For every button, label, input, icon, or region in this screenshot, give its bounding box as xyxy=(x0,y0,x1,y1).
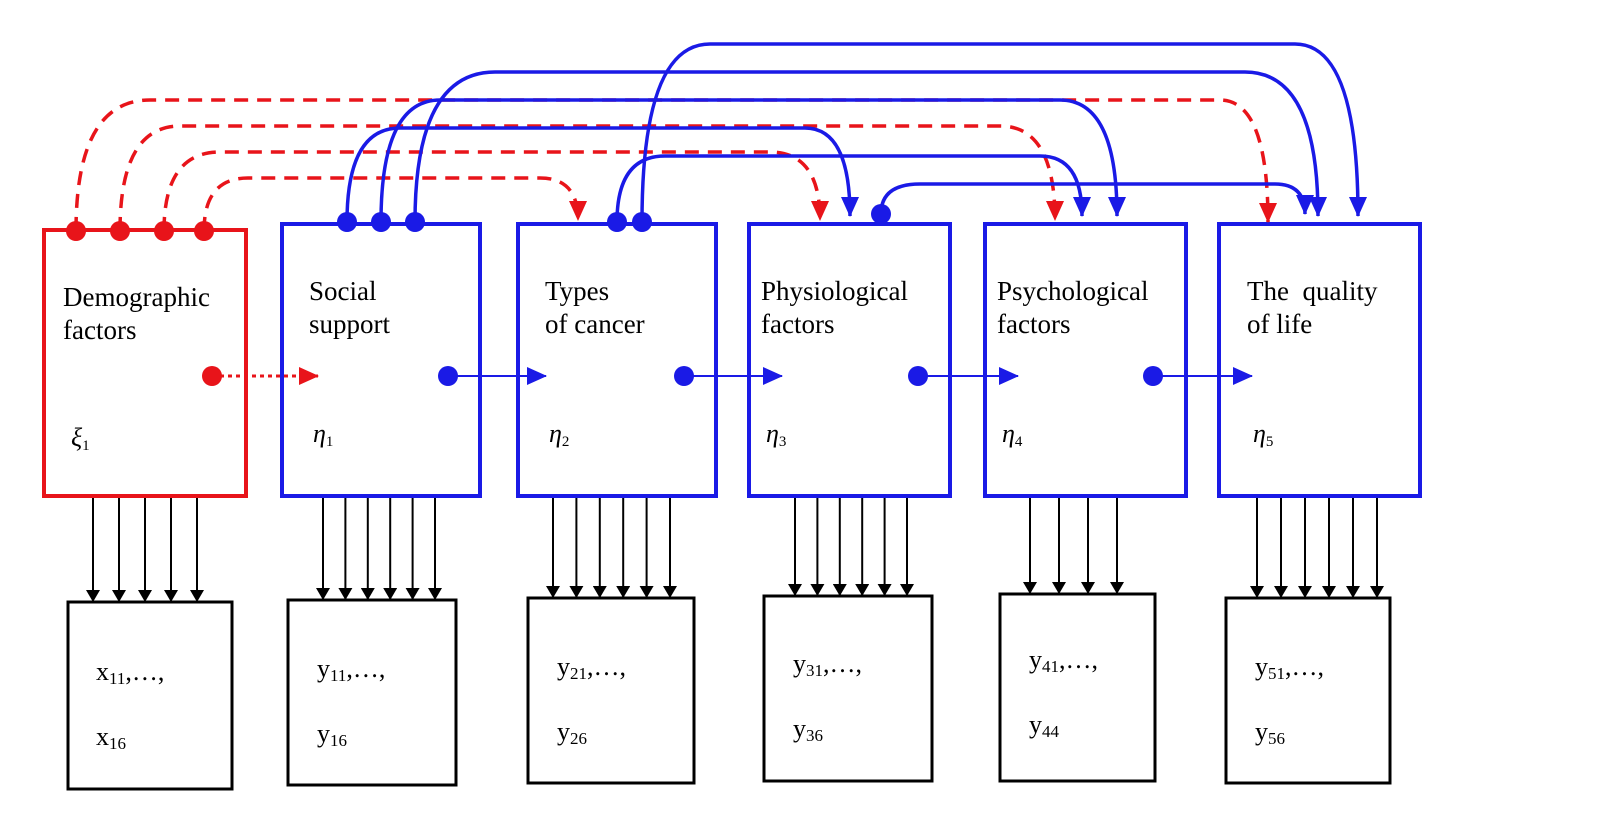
arc-cancer-quality xyxy=(640,42,1367,223)
arc-demographic-physiological xyxy=(162,150,829,232)
indicator-last: y44 xyxy=(1029,710,1060,741)
latent-label-line2: factors xyxy=(997,309,1070,339)
arc-social-quality xyxy=(413,70,1327,223)
latent-symbol: η3 xyxy=(766,419,786,450)
indicator-last: y16 xyxy=(317,719,347,750)
latent-box-types-of-cancer: Types of cancer η2 xyxy=(516,222,718,498)
indicator-last: y26 xyxy=(557,717,587,748)
latent-box-quality-of-life: The quality of life η5 xyxy=(1217,222,1422,498)
latent-label-line2: of cancer xyxy=(545,309,645,339)
indicator-last: y36 xyxy=(793,714,823,745)
latent-symbol: η4 xyxy=(1002,419,1023,450)
latent-arc-origins xyxy=(337,204,891,232)
path-arrow-social-cancer xyxy=(438,366,547,386)
indicator-box-x: x11,…, x16 xyxy=(66,600,234,791)
indicator-box-y3: y31,…, y36 xyxy=(762,594,934,783)
latent-label-line2: support xyxy=(309,309,390,339)
indicator-box-y4: y41,…, y44 xyxy=(998,592,1157,783)
latent-label-line1: Psychological xyxy=(997,276,1148,306)
arc-physiological-quality xyxy=(879,182,1314,215)
latent-label-line1: The quality xyxy=(1247,276,1378,306)
indicator-box-y2: y21,…, y26 xyxy=(526,596,696,785)
indicator-box-y1: y11,…, y16 xyxy=(286,598,458,787)
latent-symbol: η2 xyxy=(549,419,569,450)
latent-label-line1: Demographic xyxy=(63,282,210,312)
latent-symbol: η5 xyxy=(1253,419,1273,450)
arc-demographic-cancer xyxy=(202,176,587,232)
path-arrow-demographic-social xyxy=(202,366,319,386)
indicator-first: y31,…, xyxy=(793,649,862,680)
arc-demographic-quality xyxy=(74,98,1277,232)
latent-symbol: η1 xyxy=(313,419,333,450)
latent-box-psychological: Psychological factors η4 xyxy=(983,222,1188,498)
indicator-last: y56 xyxy=(1255,717,1285,748)
demographic-arc-origins xyxy=(66,221,214,241)
arc-social-physiological xyxy=(345,126,859,223)
latent-box-social-support: Social support η1 xyxy=(280,222,482,498)
indicator-last: x16 xyxy=(96,722,126,753)
path-arrow-psychological-quality xyxy=(1143,366,1253,386)
indicator-first: x11,…, xyxy=(96,657,164,688)
indicator-box-y5: y51,…, y56 xyxy=(1224,596,1392,785)
indicator-first: y21,…, xyxy=(557,652,626,683)
arc-social-psychological xyxy=(379,98,1126,223)
indicator-first: y11,…, xyxy=(317,654,385,685)
adjacent-path-arrows xyxy=(202,366,1253,386)
latent-label-line1: Social xyxy=(309,276,377,306)
latent-label-line1: Types xyxy=(545,276,609,306)
latent-box-demographic: Demographic factors ξ1 xyxy=(42,228,248,498)
latent-solid-arcs xyxy=(345,42,1367,223)
path-arrow-cancer-physiological xyxy=(674,366,783,386)
arc-demographic-psychological xyxy=(118,124,1064,232)
path-arrow-physiological-psychological xyxy=(908,366,1019,386)
demographic-dashed-arcs xyxy=(74,98,1277,232)
indicator-first: y41,…, xyxy=(1029,645,1098,676)
latent-label-line1: Physiological xyxy=(761,276,908,306)
latent-box-physiological: Physiological factors η3 xyxy=(747,222,952,498)
latent-label-line2: factors xyxy=(761,309,834,339)
latent-label-line2: factors xyxy=(63,315,136,345)
latent-symbol: ξ1 xyxy=(71,423,90,454)
measurement-arrows xyxy=(86,498,1384,602)
latent-label-line2: of life xyxy=(1247,309,1312,339)
indicator-first: y51,…, xyxy=(1255,652,1324,683)
